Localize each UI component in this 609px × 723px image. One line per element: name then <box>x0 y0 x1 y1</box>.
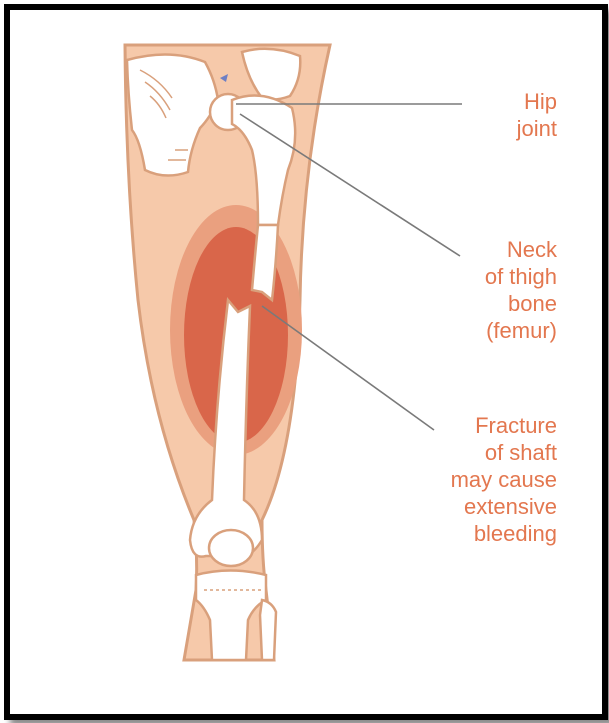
pelvis-lines <box>139 69 188 161</box>
fracture-leader-line <box>261 305 435 431</box>
blue-marker <box>220 74 228 82</box>
femur-upper-shaft <box>250 223 280 303</box>
label-fracture-of-shaft: Fracture of shaft may cause extensive bl… <box>450 413 557 546</box>
knee-cap <box>207 528 255 568</box>
neck-leader-line <box>239 113 461 257</box>
label-neck-of-thigh-bone: Neck of thigh bone (femur) <box>484 237 557 343</box>
tibia-bone <box>194 569 268 662</box>
label-hip-joint: Hip joint <box>516 89 557 141</box>
pelvis-right-wing <box>240 47 302 101</box>
fibula-bone <box>258 598 278 662</box>
